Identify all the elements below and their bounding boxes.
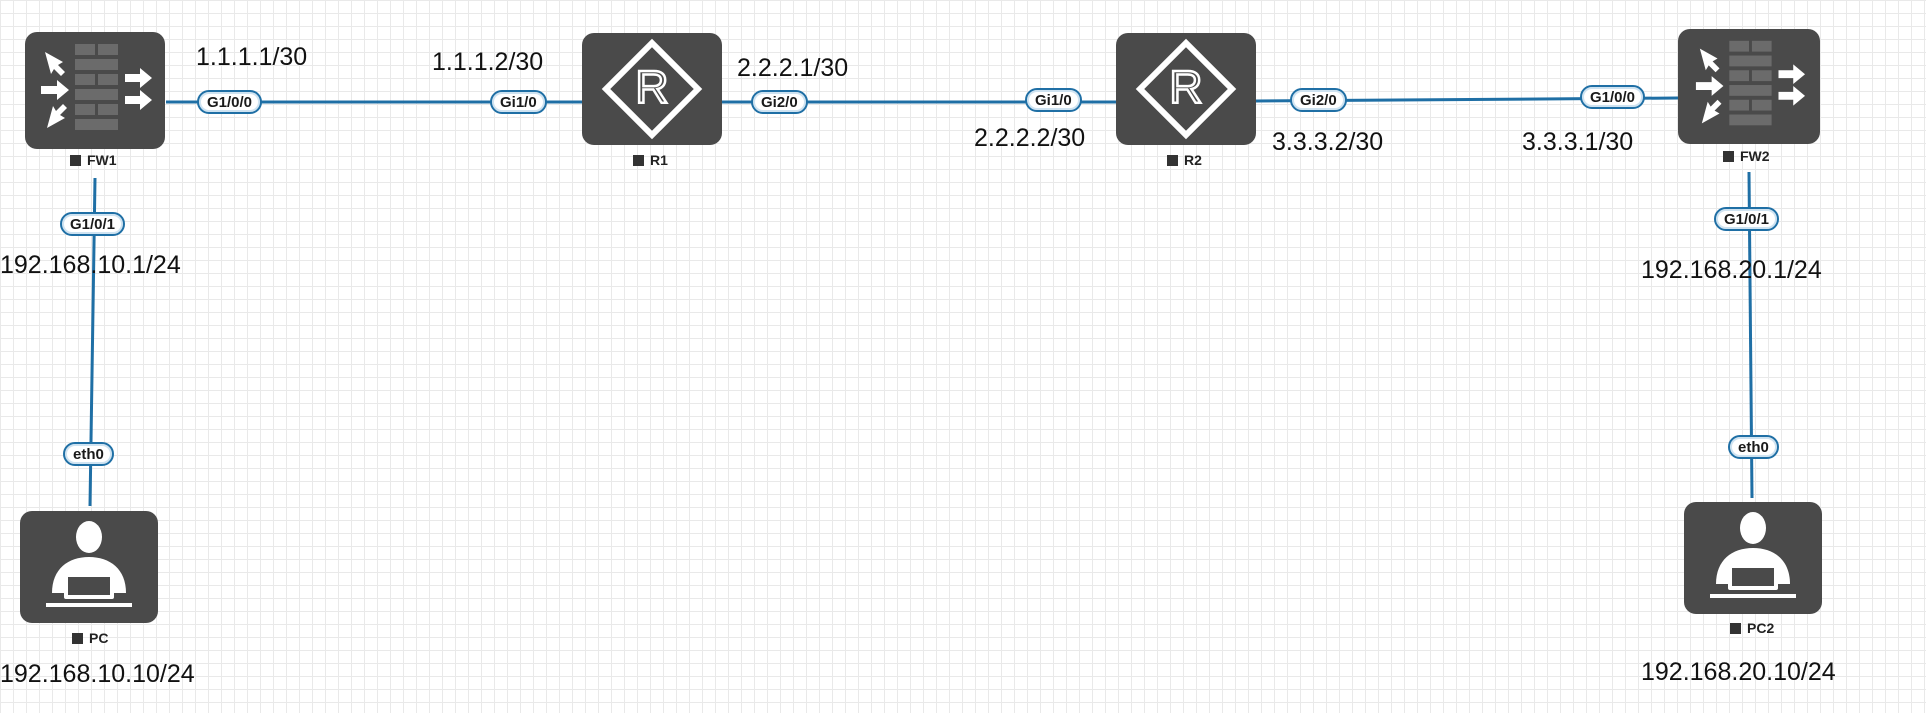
port-fw1-g1-0-0[interactable]: G1/0/0 [197, 90, 263, 114]
pc2-host[interactable] [1684, 502, 1822, 614]
router-r2[interactable]: R [1116, 33, 1256, 145]
port-fw1-g1-0-1[interactable]: G1/0/1 [60, 212, 126, 236]
port-r2-gi1-0[interactable]: Gi1/0 [1025, 88, 1082, 112]
ip-r2-gi2-0: 3.3.3.2/30 [1272, 128, 1384, 156]
firewall-fw1[interactable] [25, 32, 165, 149]
ip-fw1-g1-0-1: 192.168.10.1/24 [0, 251, 181, 279]
firewall-icon [1695, 40, 1806, 126]
svg-text:R: R [1169, 61, 1202, 113]
user-pc-icon [46, 521, 132, 607]
user-pc-icon [1710, 512, 1796, 598]
fw1-label: FW1 [70, 152, 117, 168]
pc-label: PC [72, 630, 108, 646]
ip-r1-gi2-0: 2.2.2.1/30 [737, 54, 849, 82]
router-r1[interactable]: R [582, 33, 722, 145]
fw2-label: FW2 [1723, 148, 1770, 164]
port-fw2-g1-0-0[interactable]: G1/0/0 [1580, 85, 1646, 109]
port-r2-gi2-0[interactable]: Gi2/0 [1290, 88, 1347, 112]
firewall-fw2[interactable] [1678, 29, 1820, 144]
router-icon: R [1135, 38, 1237, 140]
ip-fw1-g1-0-0: 1.1.1.1/30 [196, 43, 308, 71]
svg-text:R: R [635, 61, 668, 113]
r1-label: R1 [633, 152, 668, 168]
r2-label: R2 [1167, 152, 1202, 168]
port-r1-gi2-0[interactable]: Gi2/0 [751, 90, 808, 114]
router-icon: R [601, 38, 703, 140]
port-r1-gi1-0[interactable]: Gi1/0 [490, 90, 547, 114]
pc-host[interactable] [20, 511, 158, 623]
ip-pc: 192.168.10.10/24 [0, 660, 195, 688]
pc2-label: PC2 [1730, 620, 1774, 636]
ip-r2-gi1-0: 2.2.2.2/30 [974, 124, 1086, 152]
port-pc-eth0[interactable]: eth0 [63, 442, 114, 466]
ip-fw2-g1-0-1: 192.168.20.1/24 [1641, 256, 1822, 284]
ip-fw2-g1-0-0: 3.3.3.1/30 [1522, 128, 1634, 156]
ip-r1-gi1-0: 1.1.1.2/30 [432, 48, 544, 76]
firewall-icon [41, 44, 152, 130]
port-pc2-eth0[interactable]: eth0 [1728, 435, 1779, 459]
ip-pc2: 192.168.20.10/24 [1641, 658, 1836, 686]
port-fw2-g1-0-1[interactable]: G1/0/1 [1714, 207, 1780, 231]
